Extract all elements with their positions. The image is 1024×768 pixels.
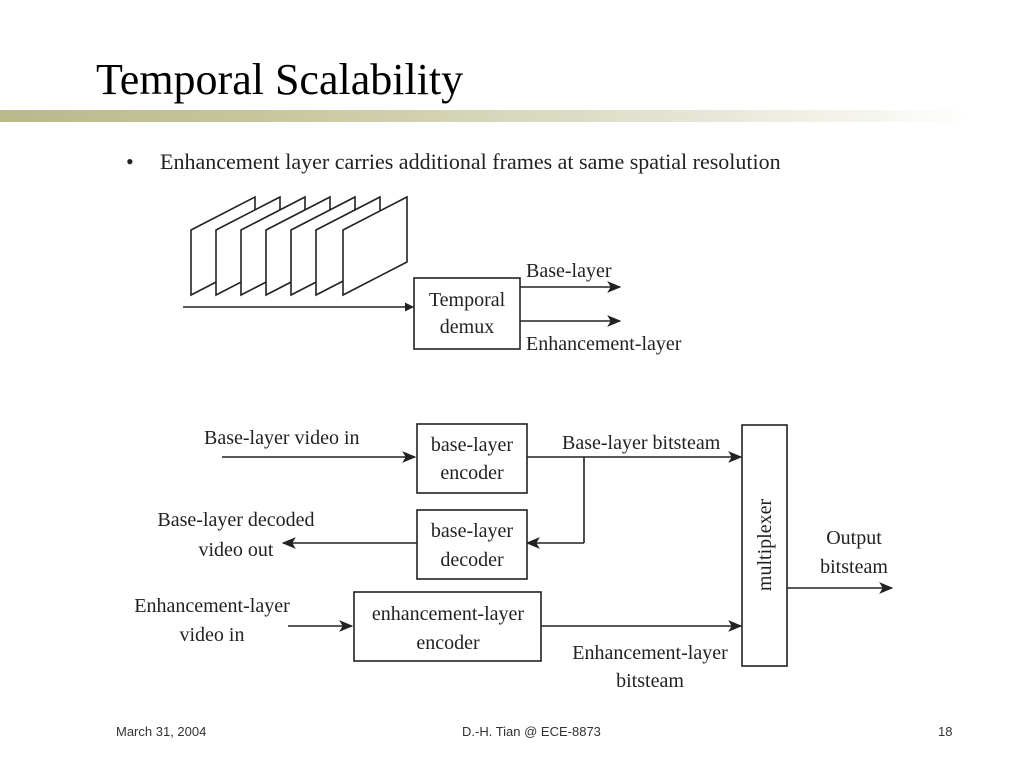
decoded-video-out-label-line1: Base-layer decoded [157, 509, 314, 531]
bullet-point: • Enhancement layer carries additional fr… [126, 148, 781, 176]
temporal-demux-label-line1: Temporal [429, 289, 506, 311]
decoded-video-out-label-line2: video out [199, 539, 274, 561]
output-label-line2: bitsteam [820, 556, 888, 578]
enhancement-encoder-label-line2: encoder [416, 632, 480, 654]
base-layer-video-in-label: Base-layer video in [204, 427, 360, 449]
slide-title: Temporal Scalability [96, 55, 464, 104]
title-divider [0, 110, 1024, 122]
base-layer-encoder-block [416, 423, 528, 494]
output-label-line1: Output [826, 527, 882, 549]
footer-page-number: 18 [938, 724, 953, 739]
bullet-icon: • [126, 149, 134, 174]
base-layer-decoder-block [416, 509, 528, 580]
enhancement-layer-output-label: Enhancement-layer [526, 333, 682, 355]
enhancement-video-in-label-line2: video in [180, 624, 245, 646]
base-layer-output-label: Base-layer [526, 260, 612, 282]
video-frame-stack [190, 195, 408, 297]
enhancement-bitstream-label-line2: bitsteam [616, 670, 684, 692]
multiplexer-block [741, 424, 788, 667]
multiplexer-label: multiplexer [754, 499, 776, 592]
base-encoder-label-line2: encoder [440, 462, 504, 484]
video-frame [342, 195, 408, 297]
temporal-demux-block [413, 277, 521, 350]
temporal-demux-label-line2: demux [440, 316, 494, 338]
footer-date: March 31, 2004 [116, 724, 207, 739]
bullet-text: Enhancement layer carries additional fra… [160, 149, 781, 174]
enhancement-encoder-label-line1: enhancement-layer [372, 603, 524, 625]
base-layer-bitstream-label: Base-layer bitsteam [562, 432, 721, 454]
enhancement-bitstream-label-line1: Enhancement-layer [572, 642, 728, 664]
enhancement-video-in-label-line1: Enhancement-layer [134, 595, 290, 617]
base-decoder-label-line2: decoder [440, 549, 504, 571]
footer-author: D.-H. Tian @ ECE-8873 [462, 724, 601, 739]
base-decoder-label-line1: base-layer [431, 520, 514, 542]
base-encoder-label-line1: base-layer [431, 434, 514, 456]
